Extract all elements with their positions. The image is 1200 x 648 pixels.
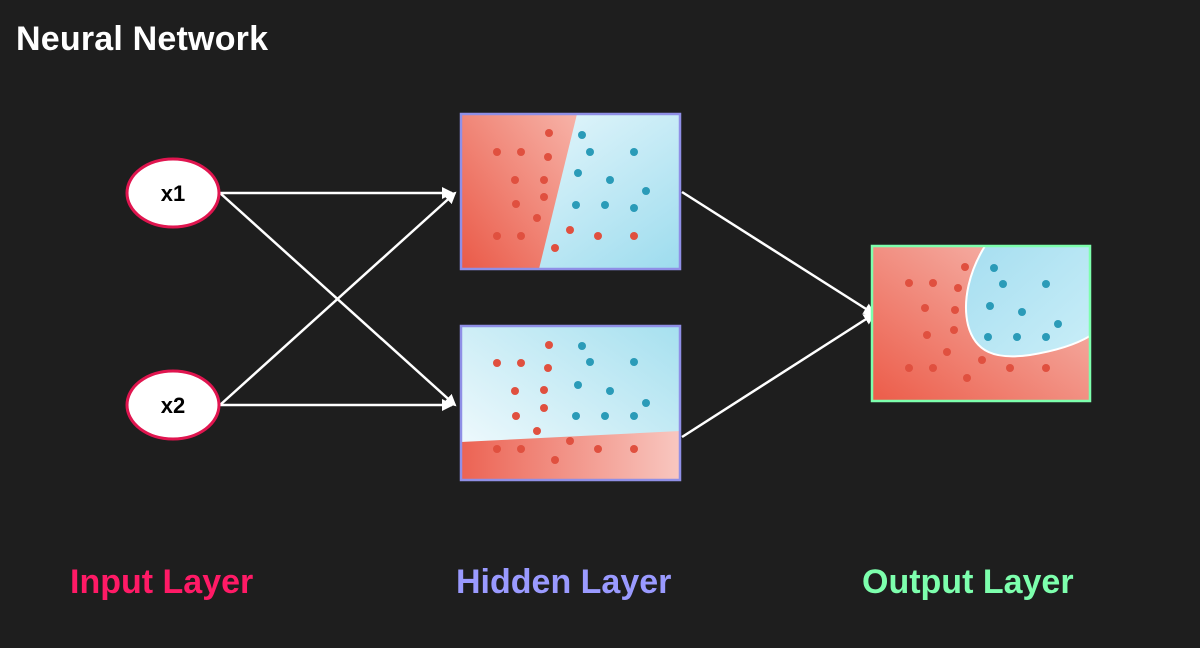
data-point-class-a (493, 232, 501, 240)
data-point-class-a (929, 279, 937, 287)
input-node-x2: x2 (125, 369, 221, 441)
data-point-class-b (1013, 333, 1021, 341)
data-point-class-b (642, 399, 650, 407)
data-point-class-b (999, 280, 1007, 288)
data-point-class-a (594, 232, 602, 240)
data-point-class-a (566, 226, 574, 234)
data-point-class-b (986, 302, 994, 310)
data-point-class-a (493, 445, 501, 453)
decision-region-class-a (461, 114, 577, 269)
data-point-class-b (578, 342, 586, 350)
data-point-class-b (642, 187, 650, 195)
data-point-class-a (630, 232, 638, 240)
data-point-class-a (551, 456, 559, 464)
data-point-class-b (1042, 333, 1050, 341)
data-point-class-a (923, 331, 931, 339)
data-point-class-b (578, 131, 586, 139)
diagram-title: Neural Network (16, 20, 269, 58)
hidden-neuron-1 (459, 112, 682, 271)
hidden-neuron-frame (459, 112, 682, 271)
data-point-class-a (905, 279, 913, 287)
data-point-class-b (606, 176, 614, 184)
data-point-class-a (511, 176, 519, 184)
data-point-class-a (517, 232, 525, 240)
data-point-class-a (963, 374, 971, 382)
decision-region-class-b (965, 246, 1090, 358)
data-point-class-a (929, 364, 937, 372)
data-point-class-b (574, 169, 582, 177)
data-points (493, 341, 650, 464)
input-node-label: x2 (161, 393, 185, 418)
data-point-class-b (630, 412, 638, 420)
hidden-neuron-2 (459, 324, 682, 482)
data-point-class-a (493, 148, 501, 156)
data-point-class-a (517, 445, 525, 453)
data-point-class-b (586, 358, 594, 366)
data-point-class-b (586, 148, 594, 156)
data-point-class-a (540, 193, 548, 201)
data-point-class-b (574, 381, 582, 389)
data-point-class-a (961, 263, 969, 271)
data-point-class-a (630, 445, 638, 453)
data-point-class-a (545, 129, 553, 137)
data-point-class-a (551, 244, 559, 252)
output-layer-label: Output Layer (862, 563, 1074, 601)
hidden-neuron-frame (459, 324, 682, 482)
output-neuron (870, 244, 1092, 403)
data-point-class-a (954, 284, 962, 292)
data-point-class-a (950, 326, 958, 334)
input-layer-label: Input Layer (70, 563, 254, 601)
data-point-class-a (566, 437, 574, 445)
data-points (493, 129, 650, 252)
data-point-class-b (601, 412, 609, 420)
data-point-class-a (951, 306, 959, 314)
data-point-class-a (533, 214, 541, 222)
hidden-layer-label: Hidden Layer (456, 563, 672, 601)
data-point-class-a (1006, 364, 1014, 372)
data-point-class-b (984, 333, 992, 341)
data-point-class-b (1042, 280, 1050, 288)
data-point-class-a (905, 364, 913, 372)
data-point-class-a (517, 148, 525, 156)
data-point-class-a (540, 176, 548, 184)
output-neuron-frame (870, 244, 1092, 403)
data-point-class-b (1018, 308, 1026, 316)
data-point-class-a (544, 364, 552, 372)
input-node-x1: x1 (125, 157, 221, 229)
data-point-class-b (990, 264, 998, 272)
data-point-class-b (572, 412, 580, 420)
data-point-class-b (1054, 320, 1062, 328)
input-node-label: x1 (161, 181, 185, 206)
edge-h1-out (681, 190, 876, 316)
data-point-class-a (978, 356, 986, 364)
data-point-class-a (512, 200, 520, 208)
data-point-class-a (517, 359, 525, 367)
data-points (905, 263, 1062, 382)
data-point-class-b (630, 148, 638, 156)
data-point-class-a (594, 445, 602, 453)
edge-h2-out (681, 312, 876, 439)
data-point-class-a (512, 412, 520, 420)
data-point-class-a (545, 341, 553, 349)
data-point-class-b (601, 201, 609, 209)
data-point-class-b (630, 358, 638, 366)
data-point-class-b (630, 204, 638, 212)
edge-x2-h1 (219, 191, 457, 406)
data-point-class-a (1042, 364, 1050, 372)
data-point-class-a (943, 348, 951, 356)
data-point-class-b (606, 387, 614, 395)
data-point-class-a (544, 153, 552, 161)
data-point-class-b (572, 201, 580, 209)
data-point-class-a (511, 387, 519, 395)
connections (219, 187, 876, 439)
data-point-class-a (540, 404, 548, 412)
data-point-class-a (540, 386, 548, 394)
data-point-class-a (921, 304, 929, 312)
data-point-class-a (533, 427, 541, 435)
decision-region-class-a (461, 431, 680, 480)
data-point-class-a (493, 359, 501, 367)
